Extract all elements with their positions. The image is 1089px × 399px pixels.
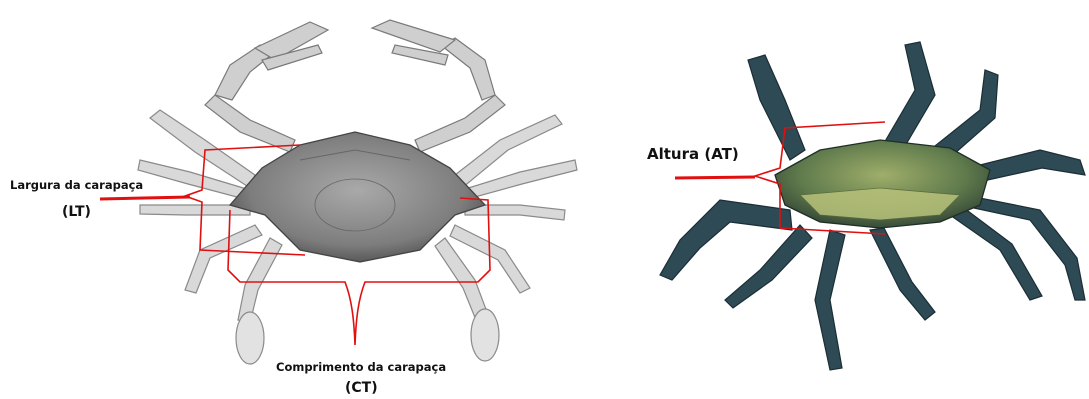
width-label: Largura da carapaça xyxy=(10,178,143,192)
crab-photo-side xyxy=(660,42,1085,370)
length-label: Comprimento da carapaça xyxy=(276,360,446,374)
width-abbreviation: (LT) xyxy=(62,204,91,220)
length-abbreviation: (CT) xyxy=(345,380,378,396)
height-label: Altura (AT) xyxy=(647,145,739,163)
